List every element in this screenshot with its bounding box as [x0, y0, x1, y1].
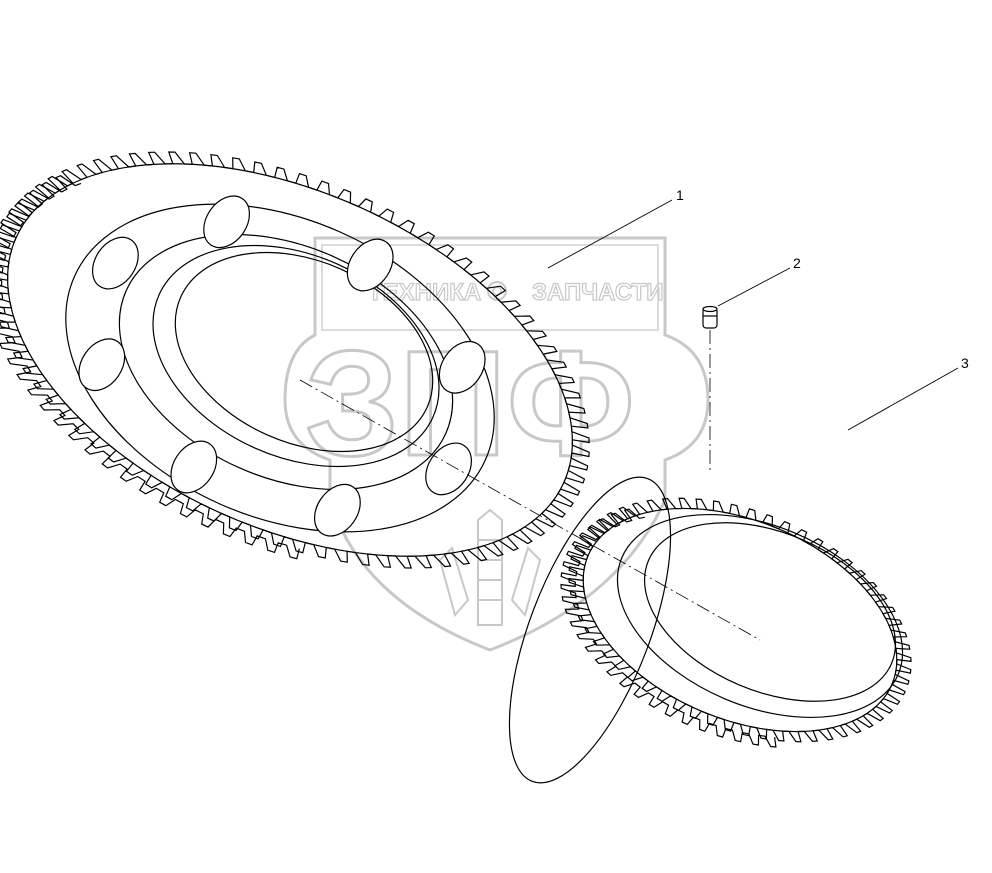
large-gear-root-circle [7, 163, 573, 557]
pin-part [702, 305, 718, 329]
leader-2 [717, 267, 791, 307]
watermark-left-word: ТЕХНИКА [368, 279, 481, 306]
small-gear-ring [508, 476, 912, 784]
large-gear-flange-outer [65, 203, 495, 533]
callout-leaders [547, 199, 959, 431]
bolt-hole [203, 195, 251, 249]
large-gear-teeth-back [0, 175, 300, 560]
callout-label-3: 3 [961, 355, 969, 371]
large-gear-bore-outer [152, 244, 440, 468]
bolt-hole [170, 440, 218, 494]
large-gear-bore-inner [174, 251, 434, 453]
large-gear-assembly [0, 151, 590, 569]
large-gear-rings [7, 163, 573, 557]
bolt-hole [91, 236, 139, 290]
watermark-shield-inner [321, 244, 659, 331]
pin-top [702, 305, 718, 313]
callout-label-1: 1 [676, 187, 684, 203]
leader-1 [547, 199, 673, 269]
small-gear-teeth-back [560, 508, 777, 748]
main-axis-line [299, 379, 761, 641]
watermark-shield [283, 236, 710, 652]
axis-lines [299, 330, 761, 641]
bolt-hole [78, 338, 126, 392]
small-gear-root-circle [582, 507, 898, 733]
wheat-icon [438, 508, 542, 626]
large-gear-flange-inner [118, 233, 454, 491]
small-gear-rings [508, 476, 904, 784]
bolt-hole [346, 238, 394, 292]
bolt-hole [425, 442, 473, 496]
small-gear-face-outer [616, 513, 904, 719]
watermark-right-word: ЗАПЧАСТИ [532, 279, 664, 306]
gear-icon [487, 281, 507, 301]
bolt-hole [313, 483, 361, 537]
large-gear-bolt-holes [78, 195, 486, 537]
small-gear-side-face [508, 476, 672, 784]
callout-label-2: 2 [793, 255, 801, 271]
bolt-hole [438, 340, 486, 394]
leader-3 [847, 367, 959, 431]
small-gear-bore [643, 522, 897, 702]
